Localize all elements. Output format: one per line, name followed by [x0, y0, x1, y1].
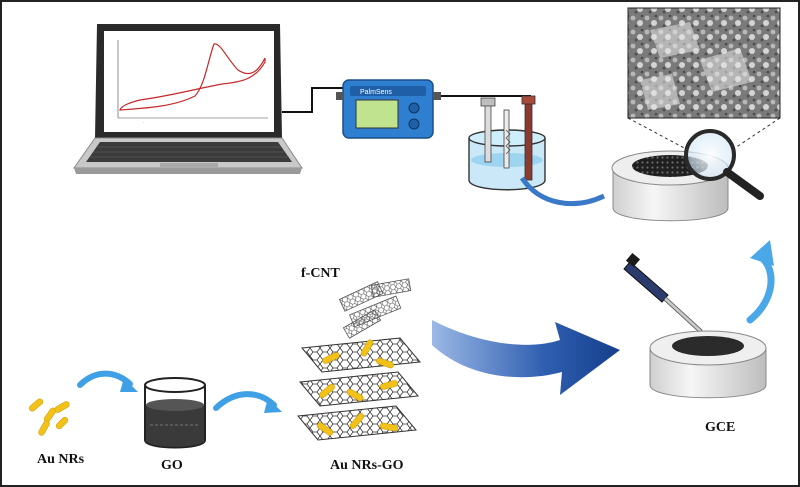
arrowhead-2: [264, 398, 282, 413]
zoom-lines: [627, 117, 781, 151]
au-nrs-go-icon: [297, 337, 421, 441]
laptop-icon: [73, 24, 303, 174]
big-arrow: [432, 320, 620, 395]
label-gce: GCE: [705, 420, 736, 435]
pipette-icon: [623, 252, 706, 339]
au-nrs-icon: [28, 398, 70, 436]
arrow-gce-up: [746, 254, 775, 324]
arrowhead-up: [750, 240, 774, 266]
label-au-nrs: Au NRs: [37, 452, 85, 467]
label-go: GO: [161, 458, 183, 473]
arrowhead-1: [120, 378, 138, 392]
arrow-cell-to-electrode: [519, 176, 606, 207]
svg-text:·: ·: [143, 120, 144, 125]
arrow-go-to-composite: [213, 391, 277, 411]
f-cnt-icon: [338, 278, 412, 339]
electrode-gce: [649, 330, 767, 399]
cv-plot: ·: [117, 40, 268, 125]
label-au-nrs-go: Au NRs-GO: [330, 458, 404, 473]
label-f-cnt: f-CNT: [301, 266, 340, 281]
magnifier-icon: [684, 129, 764, 200]
electrochemical-cell-icon: [468, 95, 546, 191]
beaker-icon: [144, 377, 206, 449]
potentiostat-icon: [336, 79, 441, 139]
sem-texture: [640, 22, 752, 110]
potentiostat-brand: PalmSens: [360, 89, 392, 96]
cable-laptop: [282, 87, 345, 113]
